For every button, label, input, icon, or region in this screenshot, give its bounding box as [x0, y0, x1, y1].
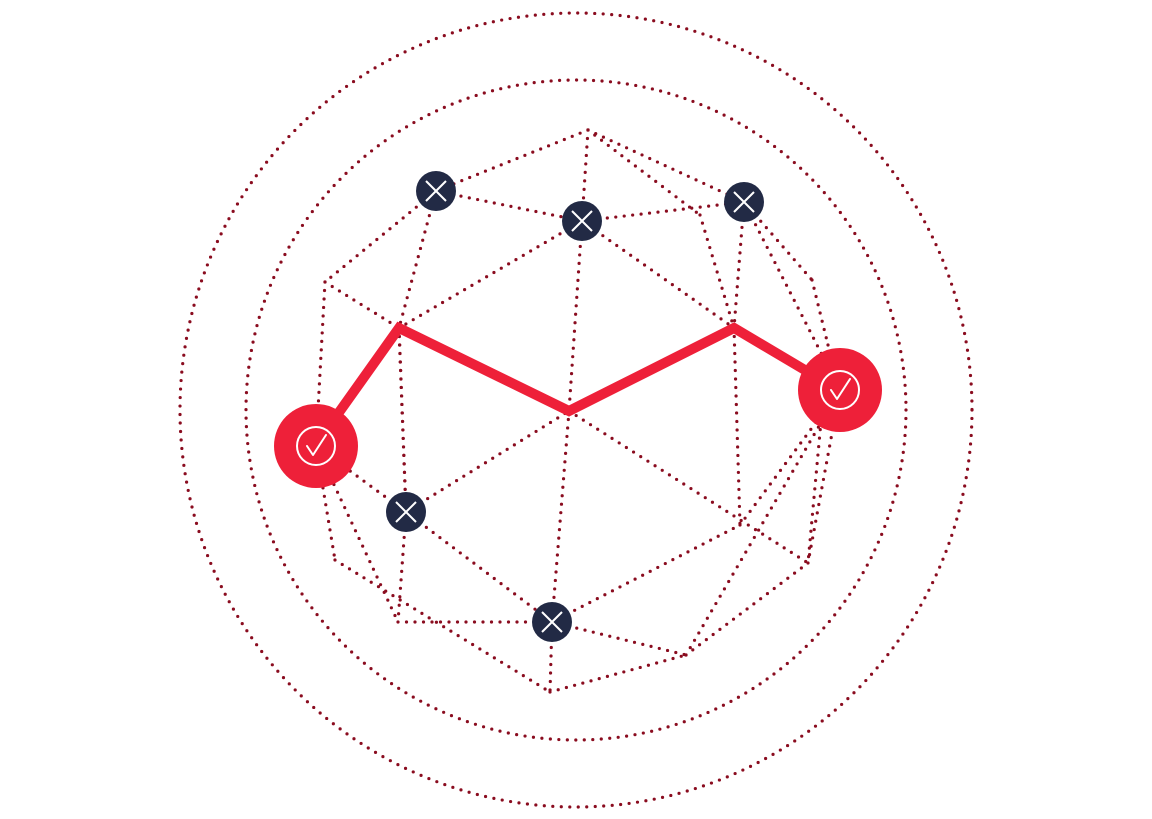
- mesh-link: [550, 620, 688, 657]
- mesh-link: [580, 200, 746, 223]
- mesh-link: [404, 409, 571, 514]
- mesh-link: [698, 213, 736, 330]
- mesh-link: [732, 326, 742, 527]
- orbit-ring: [178, 11, 974, 809]
- mesh-link: [742, 200, 842, 392]
- mesh-link: [434, 128, 590, 193]
- mesh-link: [810, 278, 830, 347]
- x-icon: [733, 191, 755, 213]
- mesh-link: [806, 343, 830, 565]
- orbit-rings: [178, 11, 974, 809]
- mesh-link: [548, 653, 688, 694]
- mesh-link: [684, 561, 810, 657]
- mesh-link: [684, 388, 842, 657]
- blocked-node: [386, 492, 426, 532]
- blocked-node: [416, 171, 456, 211]
- mesh-link: [333, 558, 552, 694]
- x-icon: [571, 210, 593, 232]
- mesh-link: [586, 128, 702, 217]
- blocked-nodes: [386, 171, 764, 642]
- highlighted-route: [325, 321, 818, 428]
- blocked-node: [724, 182, 764, 222]
- mesh-link: [738, 388, 842, 527]
- mesh-link: [323, 280, 401, 330]
- endpoint-nodes: [274, 348, 882, 488]
- orbit-ring: [244, 78, 908, 742]
- mesh-link: [434, 189, 584, 223]
- mesh-link: [550, 523, 742, 624]
- mesh-link: [567, 219, 584, 413]
- mesh-link: [397, 219, 584, 330]
- x-icon: [541, 611, 563, 633]
- blocked-node: [562, 201, 602, 241]
- x-icon: [395, 501, 417, 523]
- mesh-link: [404, 510, 554, 624]
- check-icon: [296, 426, 336, 466]
- x-icon: [425, 180, 447, 202]
- mesh-link: [548, 620, 554, 694]
- mesh-link: [323, 189, 438, 284]
- endpoint-node: [274, 404, 358, 488]
- mesh-link: [550, 409, 571, 624]
- mesh-link: [397, 189, 438, 330]
- mesh-link: [397, 326, 408, 514]
- mesh-link: [314, 444, 400, 624]
- endpoint-node: [798, 348, 882, 432]
- mesh-link: [567, 409, 810, 565]
- blocked-node: [532, 602, 572, 642]
- mesh-link: [586, 128, 746, 204]
- mesh-link: [580, 219, 736, 330]
- check-icon: [820, 370, 860, 410]
